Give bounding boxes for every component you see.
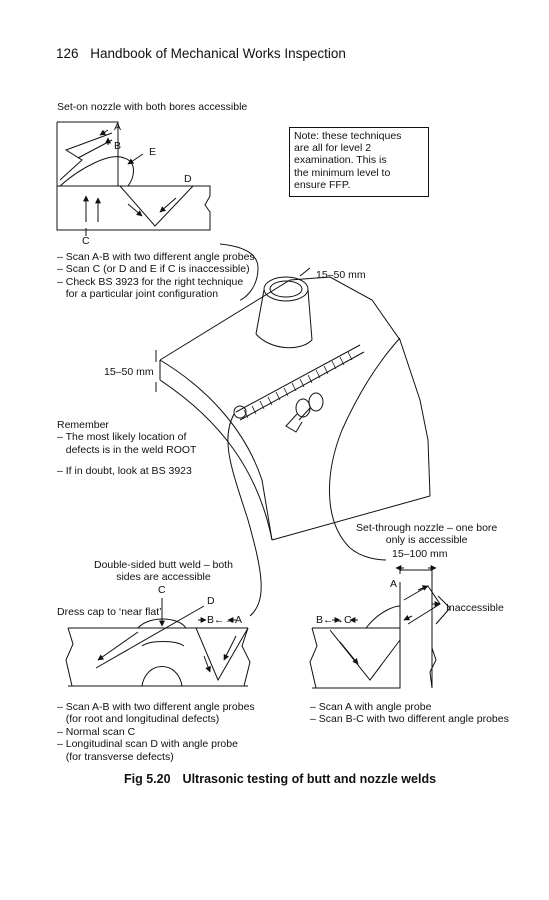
- seton-note-line: – Scan A-B with two different angle prob…: [57, 251, 255, 263]
- seton-label-a: A: [114, 121, 122, 133]
- buttweld-label-d: D: [207, 595, 215, 607]
- buttweld-title-line: sides are accessible: [116, 571, 211, 584]
- seton-label-e: E: [149, 146, 157, 158]
- figure-number: Fig 5.20: [124, 772, 171, 786]
- note-line: the minimum level to: [294, 166, 391, 179]
- buttweld-title: Double-sided butt weld – both sides are …: [94, 559, 233, 584]
- plate-dimension: 15–50 mm: [104, 366, 154, 378]
- page-header: 126 Handbook of Mechanical Works Inspect…: [56, 46, 346, 61]
- setthrough-nozzle-section: [309, 565, 451, 689]
- butt-weld-section: [65, 598, 251, 687]
- seton-label-d: D: [184, 173, 192, 185]
- seton-label-b: B: [114, 140, 122, 152]
- butt-weld-root: [141, 666, 183, 687]
- seton-note-line: – Check BS 3923 for the right technique: [57, 275, 244, 288]
- book-title: Handbook of Mechanical Works Inspection: [90, 46, 346, 61]
- remember-title: Remember: [57, 419, 109, 431]
- buttweld-label-ba: B←→A: [207, 614, 243, 626]
- seton-weld: [59, 156, 134, 187]
- buttweld-note-line: – Normal scan C: [57, 725, 136, 738]
- buttweld-title-line: Double-sided butt weld – both: [94, 559, 233, 571]
- remember-line: – The most likely location of: [57, 431, 187, 444]
- seton-title: Set-on nozzle with both bores accessible: [57, 101, 248, 113]
- figure-caption: Fig 5.20 Ultrasonic testing of butt and n…: [124, 772, 436, 786]
- setthrough-label-bc: B←→C: [316, 614, 352, 626]
- seton-nozzle-section: [56, 121, 211, 236]
- buttweld-note-line: (for transverse defects): [57, 750, 174, 763]
- inaccessible-label: Inaccessible: [446, 602, 504, 614]
- seton-label-c: C: [82, 235, 90, 247]
- setthrough-label-a: A: [390, 578, 398, 590]
- buttweld-note-line: – Scan A-B with two different angle prob…: [57, 701, 255, 713]
- setthrough-dimension: 15–100 mm: [392, 548, 448, 560]
- dress-cap-label: Dress cap to ‘near flat’: [57, 606, 162, 618]
- setthrough-title: Set-through nozzle – one bore only is ac…: [356, 522, 497, 547]
- setthrough-note-line: – Scan A with angle probe: [310, 701, 432, 713]
- setthrough-note-line: – Scan B-C with two different angle prob…: [310, 713, 509, 726]
- buttweld-note-line: (for root and longitudinal defects): [57, 713, 220, 726]
- note-box: Note: these techniques are all for level…: [289, 127, 429, 197]
- remember-block: Remember – The most likely location of d…: [57, 419, 196, 478]
- seton-note-line: – Scan C (or D and E if C is inaccessibl…: [57, 263, 250, 276]
- remember-line: defects is in the weld ROOT: [57, 443, 197, 456]
- nozzle-dimension: 15–50 mm: [316, 269, 366, 281]
- butt-weld-cap: [137, 618, 187, 629]
- figure-title: Ultrasonic testing of butt and nozzle we…: [182, 772, 437, 786]
- buttweld-note-line: – Longitudinal scan D with angle probe: [57, 738, 238, 751]
- seton-note-line: for a particular joint configuration: [57, 288, 219, 301]
- note-line: ensure FFP.: [294, 178, 351, 191]
- pipe-assembly: [155, 267, 431, 541]
- note-line: Note: these techniques: [294, 130, 402, 142]
- setthrough-title-line: only is accessible: [385, 534, 468, 547]
- buttweld-notes: – Scan A-B with two different angle prob…: [57, 701, 255, 763]
- remember-doubt: – If in doubt, look at BS 3923: [57, 465, 192, 478]
- page-number: 126: [56, 46, 79, 61]
- note-line: examination. This is: [294, 154, 387, 167]
- weld-seam-hatch: [243, 351, 353, 419]
- leader-lines: [219, 243, 401, 617]
- note-line: are all for level 2: [294, 142, 372, 155]
- seton-notes: – Scan A-B with two different angle prob…: [57, 251, 255, 301]
- setthrough-title-line: Set-through nozzle – one bore: [356, 522, 498, 534]
- setthrough-notes: – Scan A with angle probe – Scan B-C wit…: [310, 701, 509, 726]
- buttweld-label-c: C: [158, 584, 166, 596]
